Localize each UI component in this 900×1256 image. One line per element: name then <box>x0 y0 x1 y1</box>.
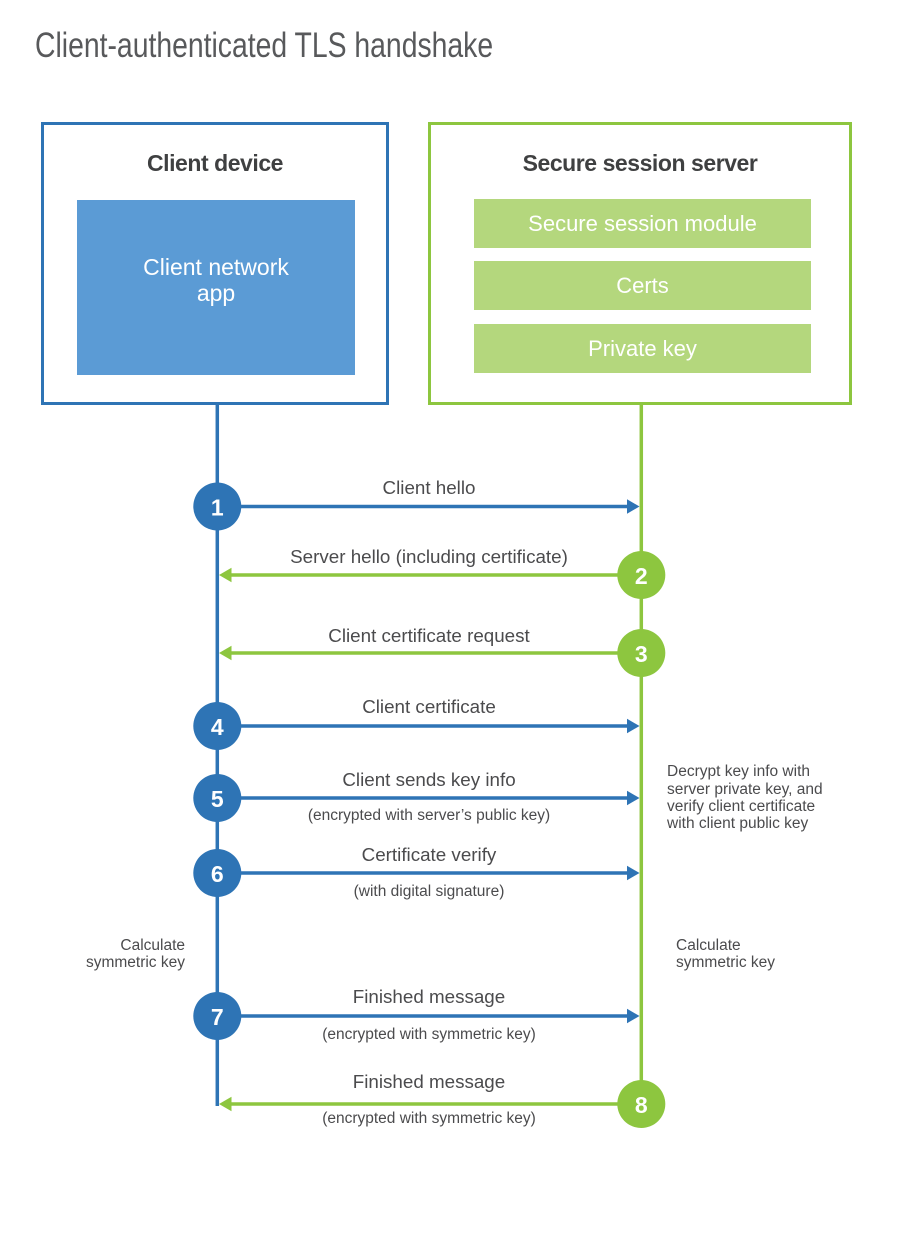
svg-text:1: 1 <box>211 495 224 521</box>
svg-text:5: 5 <box>211 786 224 812</box>
svg-text:8: 8 <box>635 1092 648 1118</box>
svg-text:6: 6 <box>211 861 224 887</box>
svg-text:7: 7 <box>211 1004 224 1030</box>
svg-text:2: 2 <box>635 563 648 589</box>
svg-text:3: 3 <box>635 641 648 667</box>
svg-text:4: 4 <box>211 714 224 740</box>
